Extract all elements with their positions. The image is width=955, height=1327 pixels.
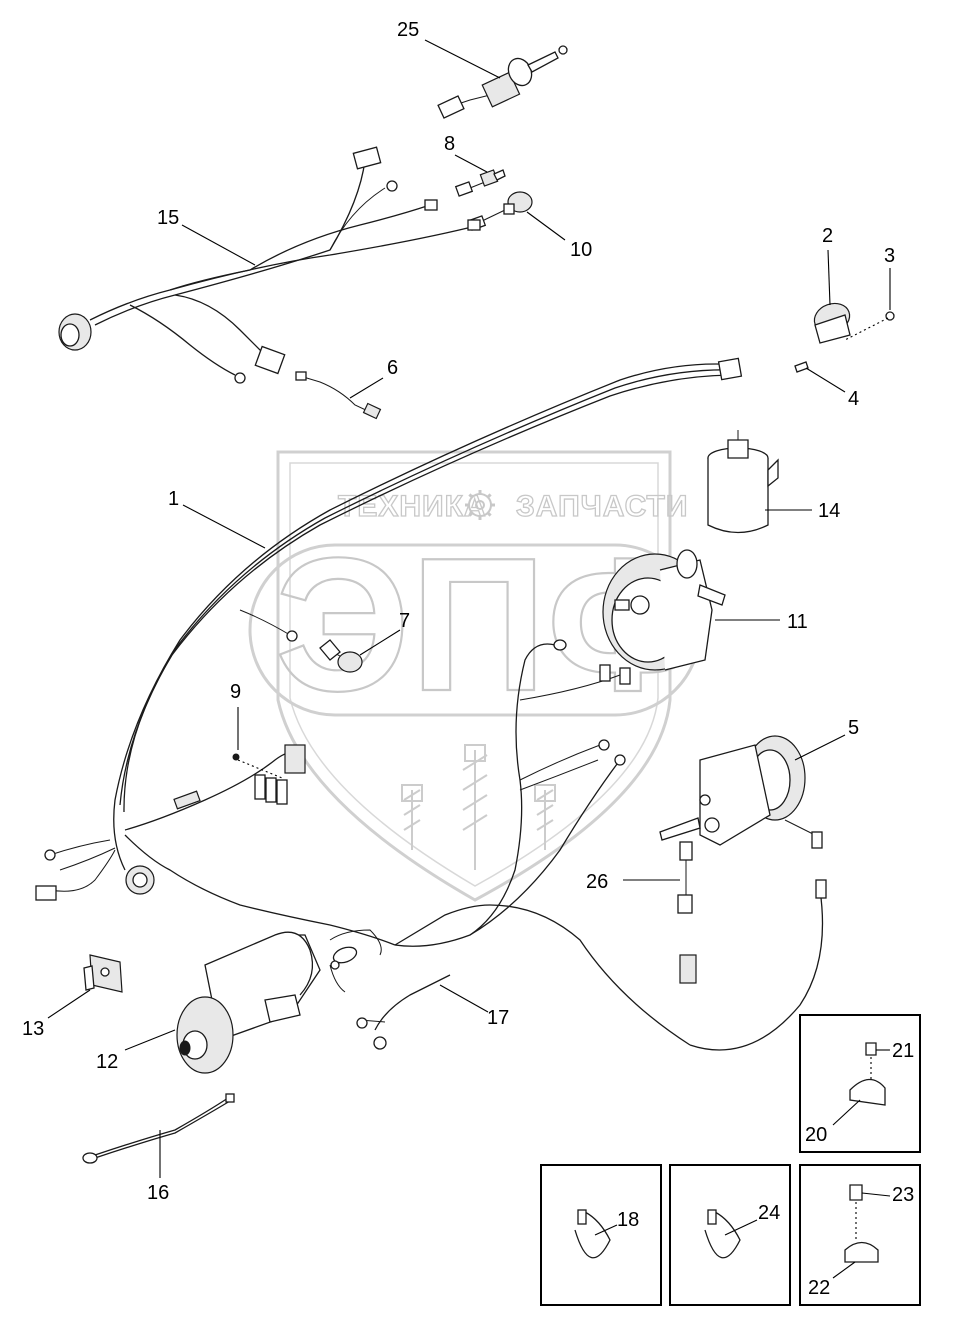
sensor-lead-6 [295,371,382,420]
watermark-wheat [401,744,556,870]
bolt-9 [232,753,283,779]
inset-cable-tie-24 [669,1164,791,1306]
callout-18: 18 [617,1209,639,1231]
inset-cable-tie-18 [540,1164,662,1306]
callout-24: 24 [758,1202,780,1224]
callout-11: 11 [787,611,808,633]
callout-4: 4 [848,388,859,410]
callout-15: 15 [157,207,179,229]
ac-compressor-5 [659,735,823,849]
sensor-26 [677,841,693,914]
callout-10: 10 [570,239,592,261]
inset-clip-20-21 [799,1014,921,1153]
callout-7: 7 [399,610,410,632]
callout-17: 17 [487,1007,509,1029]
callout-5: 5 [848,717,859,739]
callout-6: 6 [387,357,398,379]
callout-22: 22 [808,1277,830,1299]
coil-canister-14 [707,430,779,534]
alternator-11 [602,549,726,671]
callout-26: 26 [586,871,608,893]
callout-12: 12 [96,1051,118,1073]
callout-3: 3 [884,245,895,267]
callout-13: 13 [22,1018,44,1040]
callout-14: 14 [818,500,840,522]
callout-25: 25 [397,19,419,41]
callout-9: 9 [230,681,241,703]
gear-icon [465,490,495,520]
callout-21: 21 [892,1040,914,1062]
callout-labels: 25 8 10 15 6 2 3 4 14 1 7 9 11 5 26 13 1… [22,19,914,1299]
watermark-brand-right: ЗАПЧАСТИ [516,490,688,523]
watermark-shield-inner [289,462,659,887]
callout-1: 1 [168,488,179,510]
callout-20: 20 [805,1124,827,1146]
leader-lines [47,39,891,1279]
horn-assembly [794,302,895,373]
callout-23: 23 [892,1184,914,1206]
sender-unit-8 [454,169,506,197]
fuel-shutoff-solenoid [437,45,568,119]
starter-relay-13 [83,954,123,993]
inset-clip-22-23 [799,1164,921,1306]
engine-harness-15 [58,146,481,384]
watermark: ТЕХНИКА ЗАПЧАСТИ ЭПФ [248,450,710,902]
callout-16: 16 [147,1182,169,1204]
ground-strap-16 [82,1093,235,1164]
main-wiring-harness-1 [35,357,827,1051]
watermark-brand-left: ТЕХНИКА [338,490,487,523]
callout-8: 8 [444,133,455,155]
callout-2: 2 [822,225,833,247]
starter-motor-12 [176,931,321,1074]
